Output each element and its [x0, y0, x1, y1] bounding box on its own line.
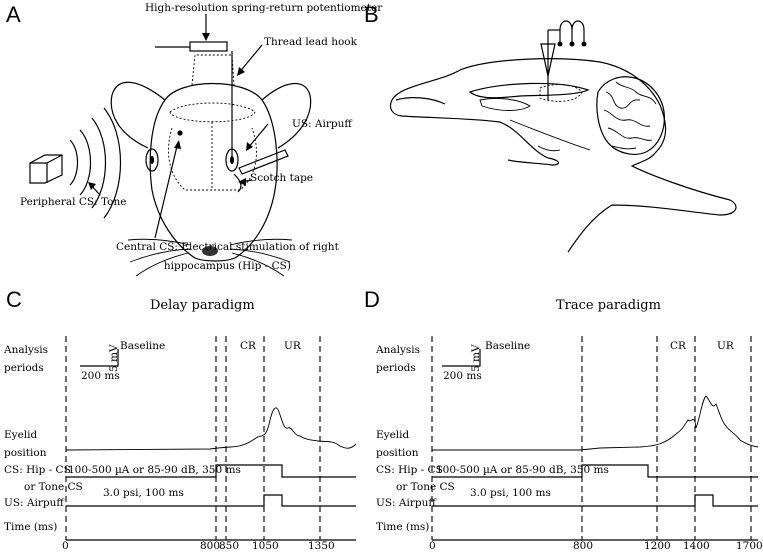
panel-c-analysis-label: Analysis periods	[4, 341, 48, 378]
panel-d-scale-time: 200 ms	[443, 370, 482, 382]
panel-d-eyelid-line1: Eyelid	[376, 429, 410, 441]
panel-d-analysis-label: Analysis periods	[376, 341, 420, 378]
left-eye	[145, 148, 159, 172]
airpuff-tube	[238, 149, 289, 175]
panel-d-analysis-line2: periods	[376, 362, 416, 375]
panel-d-cs-label: CS: Hip - CS	[376, 464, 443, 476]
central-cs-line1: Central CS: Electrical stimulation of ri…	[116, 241, 339, 253]
panel-c-cs-value: 100-500 µA or 85-90 dB, 350 ms	[68, 464, 241, 476]
rat-nose	[202, 246, 218, 256]
panel-c-us-label: US: Airpuff	[4, 497, 64, 509]
panel-c-baseline-label: Baseline	[120, 340, 166, 352]
airpuff-label: US: Airpuff	[292, 118, 352, 130]
panel-c-tick-1: 800	[200, 540, 221, 552]
panel-d-title: Trace paradigm	[556, 298, 661, 313]
panel-d-cr-label: CR	[670, 340, 686, 352]
panel-c-analysis-line1: Analysis	[4, 344, 49, 356]
panel-c-title: Delay paradigm	[150, 298, 255, 313]
panel-c-cr-label: CR	[240, 340, 256, 352]
panel-c-eyelid-line1: Eyelid	[4, 429, 38, 441]
panel-d-baseline-label: Baseline	[485, 340, 531, 352]
thread-lead-hook-label: Thread lead hook	[264, 36, 357, 48]
panel-a-letter: A	[6, 2, 21, 27]
panel-c-ur-label: UR	[284, 340, 301, 352]
panel-d-tick-1: 800	[573, 540, 594, 552]
panel-d-us-value: 3.0 psi, 100 ms	[470, 487, 551, 499]
panel-d-time-label: Time (ms)	[376, 521, 430, 533]
panel-c-time-label: Time (ms)	[4, 521, 58, 533]
panel-c-eyelid-line2: position	[4, 447, 47, 460]
panel-d-us-label: US: Airpuff	[376, 497, 436, 509]
panel-d-analysis-line1: Analysis	[376, 344, 421, 356]
panel-c-cs-label: CS: Hip - CS	[4, 464, 71, 476]
panel-c-letter: C	[6, 287, 22, 312]
panel-d-tick-3: 1400	[683, 540, 710, 552]
scotch-tape-label: Scotch tape	[250, 172, 314, 184]
potentiometer-label: High-resolution spring-return potentiome…	[145, 2, 383, 14]
central-cs-label: Central CS: Electrical stimulation of ri…	[116, 241, 339, 272]
panel-d-eyelid-label: Eyelid position	[376, 426, 418, 463]
panel-d-ur-label: UR	[717, 340, 734, 352]
panel-c-tick-2: 850	[219, 540, 240, 552]
panel-d-tick-4: 1700	[736, 540, 763, 552]
panel-d-tick-0: 0	[429, 540, 436, 552]
panel-c-tick-0: 0	[62, 540, 69, 552]
electrode-point	[177, 130, 183, 136]
panel-c-eyelid-label: Eyelid position	[4, 426, 46, 463]
panel-d-eyelid-line2: position	[376, 447, 419, 460]
central-cs-line2: hippocampus (Hip - CS)	[163, 260, 291, 273]
panel-b-letter: B	[364, 2, 379, 27]
peripheral-cs-label: Peripheral CS: Tone	[20, 196, 127, 208]
panel-c-analysis-line2: periods	[4, 362, 44, 375]
panel-c-scale-time: 200 ms	[81, 370, 120, 382]
panel-c-tick-4: 1350	[308, 540, 335, 552]
panel-d-cs-value: 100-500 µA or 85-90 dB, 350 ms	[436, 464, 609, 476]
panel-c-tick-3: 1050	[252, 540, 279, 552]
speaker-icon	[29, 154, 63, 184]
panel-d-tick-2: 1200	[644, 540, 671, 552]
panel-c-cs-label-2: or Tone CS	[24, 481, 83, 493]
panel-c-us-value: 3.0 psi, 100 ms	[103, 487, 184, 499]
panel-d-cs-label-2: or Tone CS	[396, 481, 455, 493]
panel-d-letter: D	[364, 287, 380, 312]
